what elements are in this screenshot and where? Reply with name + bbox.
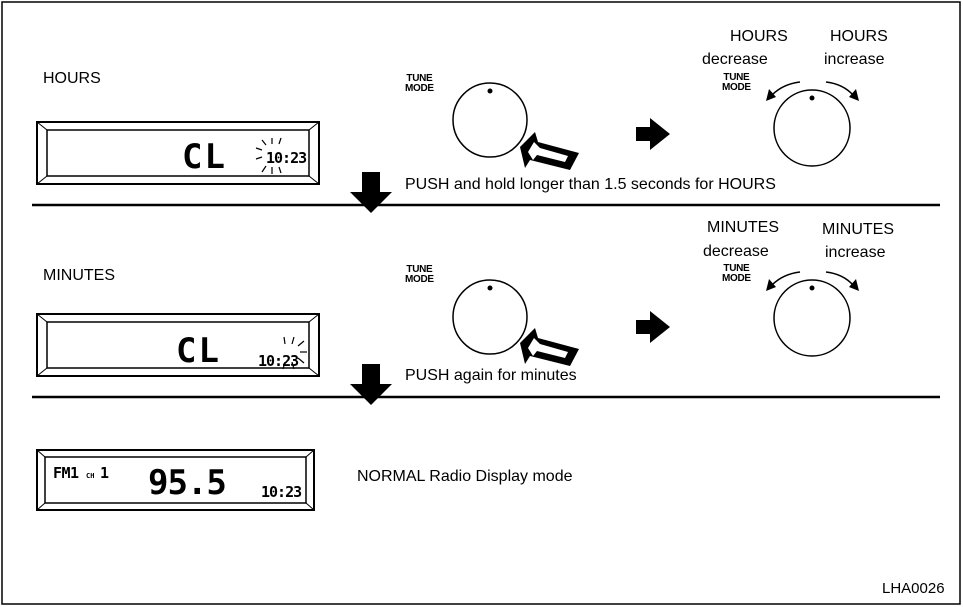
minutes-increase-label-line1: MINUTES — [822, 221, 894, 238]
right-arrow-1 — [636, 118, 670, 150]
hours-rotate-knob-label: TUNE MODE — [722, 73, 751, 93]
minutes-display-mode: CL — [176, 331, 221, 371]
hours-increase-label-line1: HOURS — [830, 28, 888, 45]
minutes-decrease-label-line2: decrease — [703, 243, 769, 260]
normal-radio-display: FM1 CH 1 95.5 10:23 — [36, 449, 315, 511]
hours-decrease-arrow-icon — [771, 81, 801, 96]
hours-step-label: HOURS — [43, 70, 101, 87]
hours-increase-arrow-icon — [825, 81, 854, 96]
minutes-knob-label-line1: TUNE — [406, 264, 433, 275]
minutes-increase-label-line2: increase — [825, 244, 886, 261]
hours-decrease-label-line2: decrease — [702, 51, 768, 68]
minutes-increase-arrow-icon — [825, 271, 854, 286]
hours-instruction: PUSH and hold longer than 1.5 seconds fo… — [405, 176, 776, 193]
minutes-display: CL 10:23 — [36, 313, 320, 377]
hours-display: CL 10:23 — [36, 121, 320, 185]
hours-increase-label-line2: increase — [824, 51, 885, 68]
hours-knob-label-line2: MODE — [405, 83, 434, 94]
normal-display-band: FM1 — [53, 464, 79, 482]
normal-display-time: 10:23 — [261, 483, 302, 501]
minutes-rotate-knob-label: TUNE MODE — [722, 264, 751, 284]
hours-display-time: 10:23 — [266, 149, 307, 167]
hours-tune-mode-knob[interactable] — [452, 82, 528, 158]
minutes-instruction: PUSH again for minutes — [405, 367, 577, 384]
minutes-rotate-knob-line1: TUNE — [723, 263, 750, 274]
hours-knob-label: TUNE MODE — [405, 74, 434, 94]
hours-rotate-knob-line1: TUNE — [723, 72, 750, 83]
minutes-blink-icon — [282, 336, 307, 370]
hours-rotate-knob-line2: MODE — [722, 82, 751, 93]
down-arrow-2 — [350, 364, 392, 405]
minutes-display-time: 10:23 — [258, 352, 299, 370]
hours-knob-label-line1: TUNE — [406, 73, 433, 84]
minutes-rotate-knob-line2: MODE — [722, 273, 751, 284]
minutes-tune-mode-knob[interactable] — [452, 279, 528, 355]
hours-decrease-label-line1: HOURS — [730, 28, 788, 45]
down-arrow-1 — [350, 172, 392, 213]
normal-display-channel-prefix: CH — [86, 472, 94, 480]
minutes-decrease-arrow-icon — [771, 271, 801, 286]
hours-blink-icon — [255, 137, 282, 174]
right-arrow-2 — [636, 311, 670, 343]
normal-display-channel: 1 — [100, 464, 109, 482]
normal-display-frequency: 95.5 — [148, 463, 226, 503]
hours-rotate-knob[interactable] — [773, 89, 851, 167]
normal-mode-caption: NORMAL Radio Display mode — [357, 468, 573, 485]
minutes-decrease-label-line1: MINUTES — [707, 219, 779, 236]
minutes-knob-label-line2: MODE — [405, 274, 434, 285]
minutes-knob-label: TUNE MODE — [405, 265, 434, 285]
hours-display-mode: CL — [182, 137, 227, 177]
figure-id: LHA0026 — [882, 580, 945, 597]
minutes-rotate-knob[interactable] — [773, 279, 851, 357]
minutes-step-label: MINUTES — [43, 267, 115, 284]
